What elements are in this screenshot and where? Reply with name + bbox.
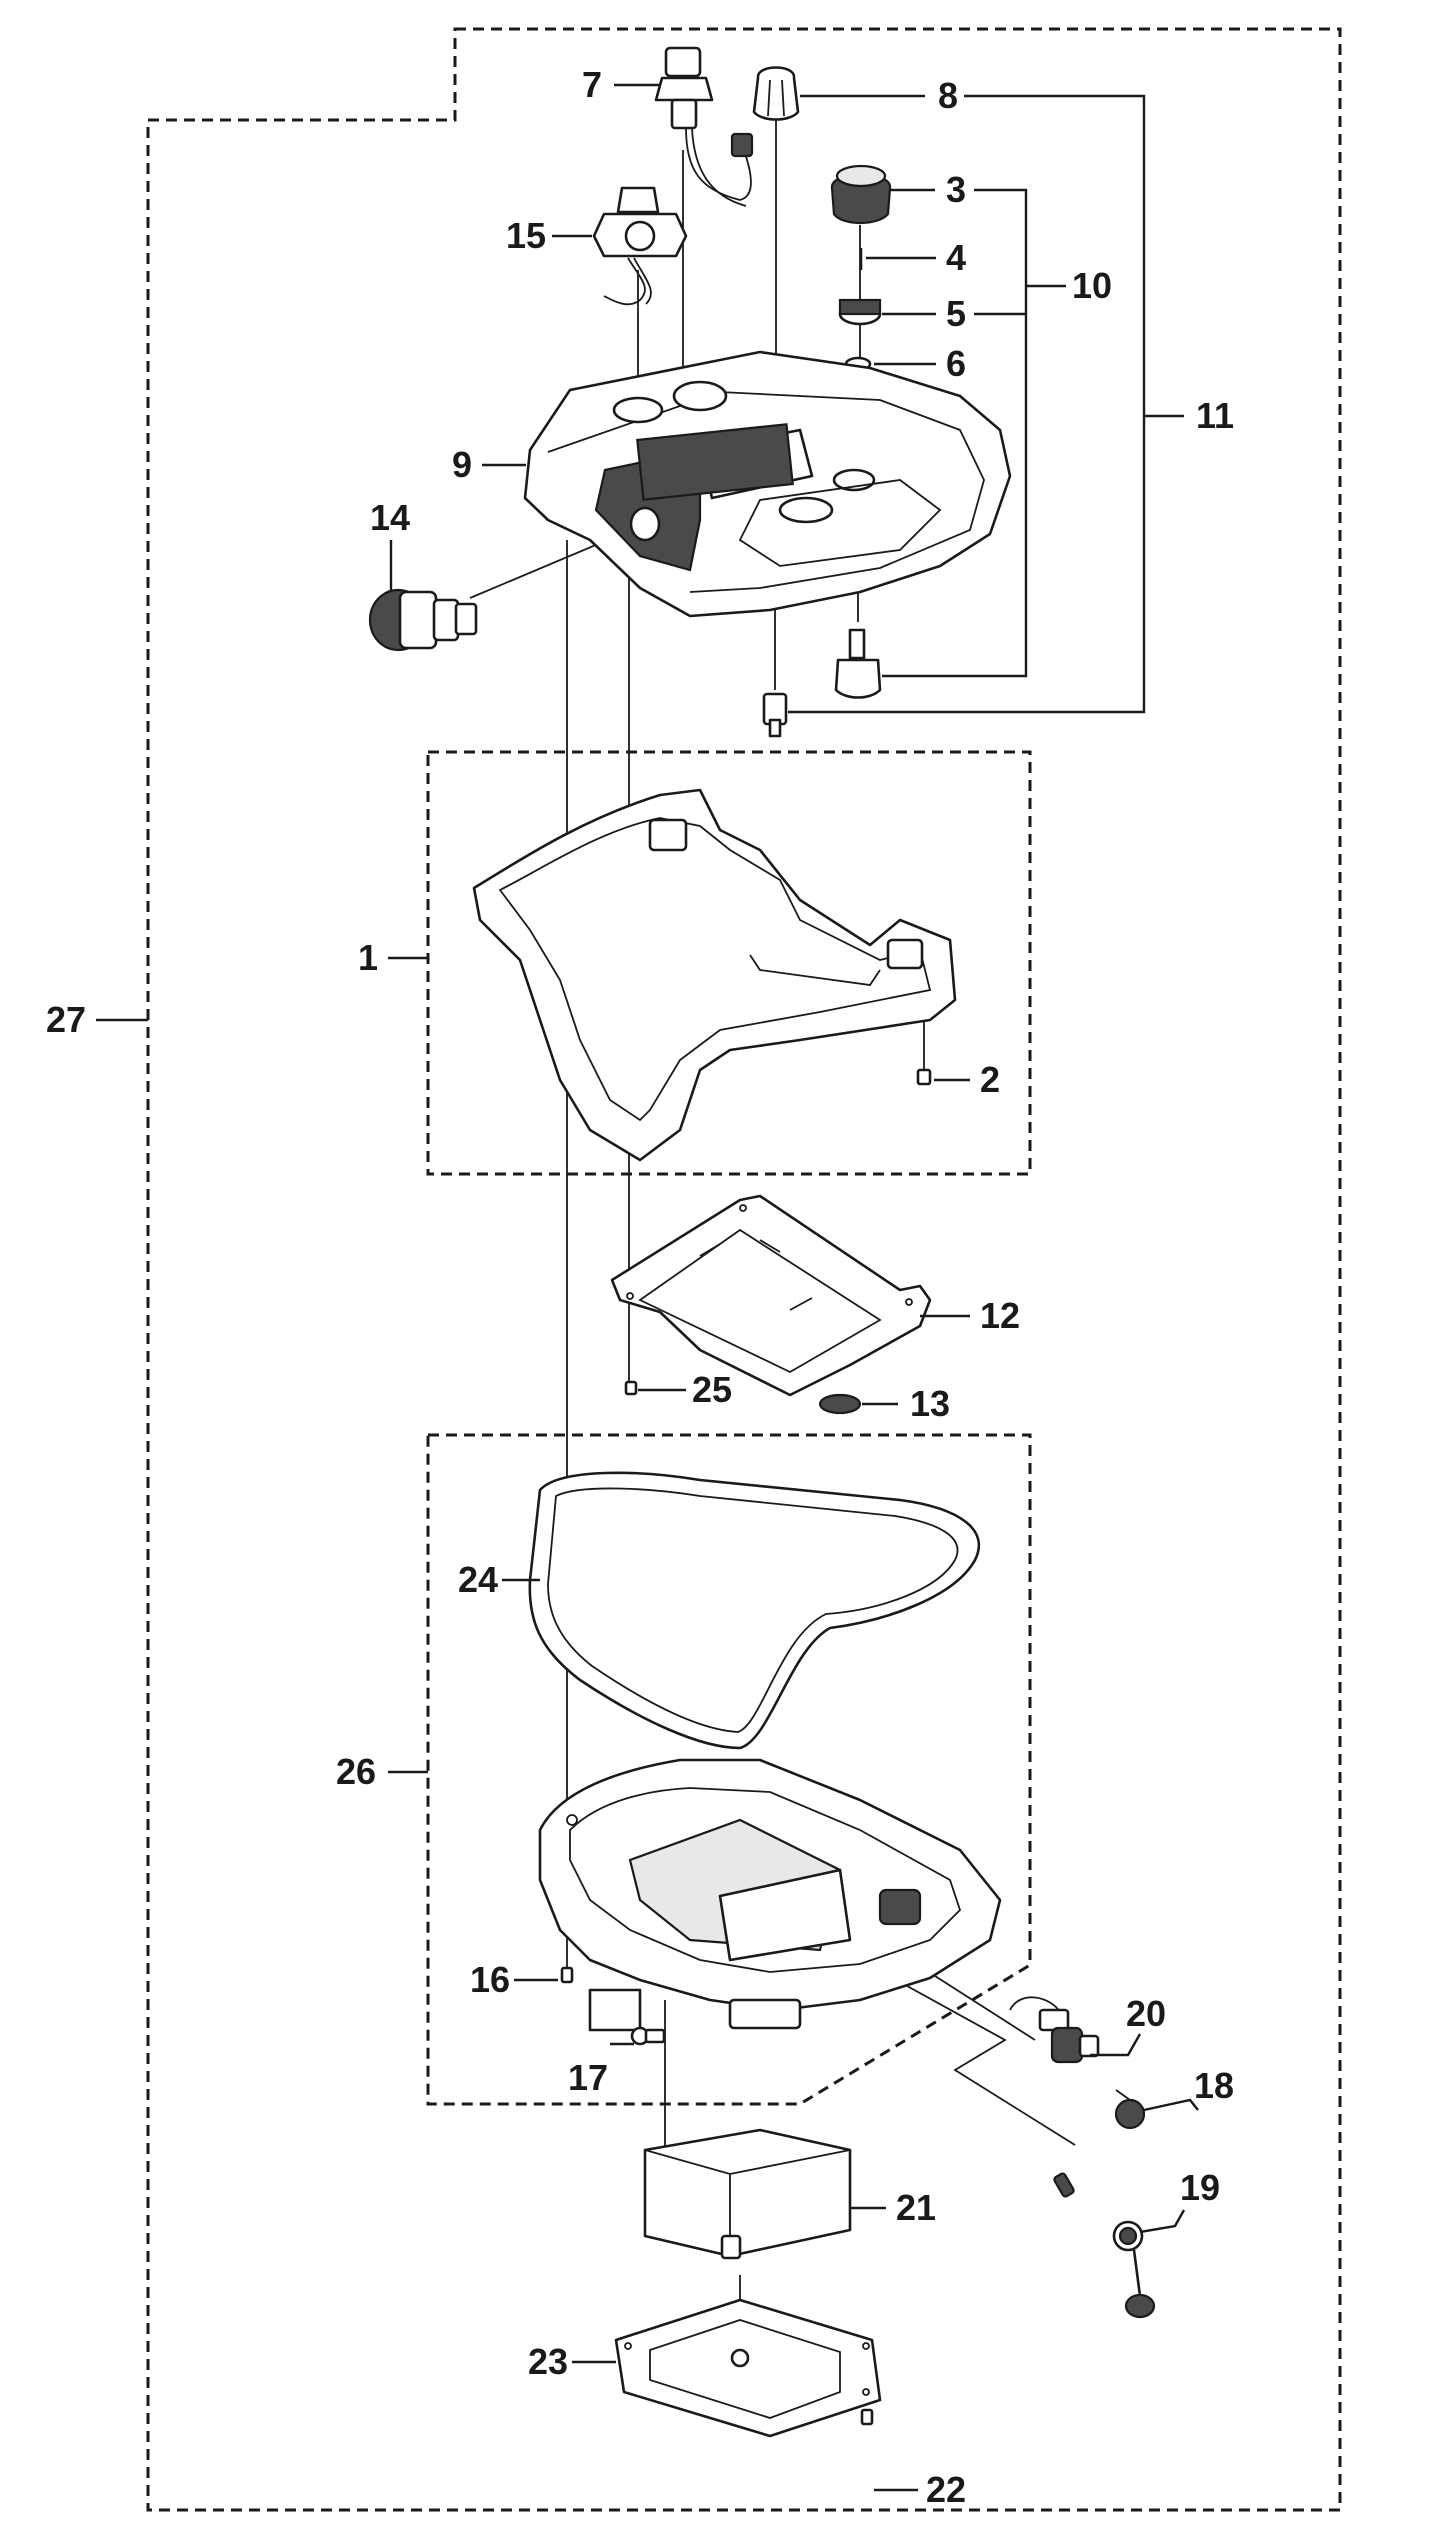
callout-21: 21 [896, 2187, 936, 2228]
part-16-screw [560, 1966, 574, 1984]
callout-19: 19 [1180, 2167, 1220, 2208]
bracket-10 [882, 188, 1066, 678]
callout-24: 24 [458, 1559, 498, 1600]
part-3-rotary-knob [830, 164, 892, 224]
part-20-connector [1009, 1996, 1100, 2064]
callout-7: 7 [582, 64, 602, 105]
callout-11: 11 [1196, 395, 1234, 436]
callout-16: 16 [470, 1959, 510, 2000]
part-7-connector [654, 46, 754, 207]
part-25-screw [624, 1380, 638, 1396]
callout-18: 18 [1194, 2065, 1234, 2106]
callout-1: 1 [358, 937, 378, 978]
callout-15: 15 [506, 215, 546, 256]
leader-18 [1143, 2098, 1199, 2112]
part-14-round-plug [368, 588, 478, 652]
callout-26: 26 [336, 1751, 376, 1792]
callout-4: 4 [946, 237, 966, 278]
part-bottom-key [762, 692, 788, 738]
callout-27: 27 [46, 999, 86, 1040]
leader-20 [1090, 2033, 1142, 2057]
part-22-screw [860, 2408, 874, 2426]
callout-17: 17 [568, 2057, 608, 2098]
leader-19 [1139, 2209, 1186, 2234]
callout-12: 12 [980, 1295, 1020, 1336]
part-23-cover-plate [614, 2298, 882, 2438]
part-1-handle-frame [472, 788, 957, 1162]
part-8-knob [752, 66, 800, 121]
part-24-gasket [528, 1471, 981, 1750]
callout-3: 3 [946, 169, 966, 210]
callout-22: 22 [926, 2469, 966, 2510]
part-2-screw [916, 1068, 932, 1086]
callout-5: 5 [946, 293, 966, 334]
guide-line-19 [859, 1959, 1076, 2146]
part-21-battery-box [643, 2128, 852, 2260]
assembly-1-boundary [426, 750, 1032, 1176]
part-15-plug [592, 186, 688, 306]
part-17-small-screw [630, 2026, 666, 2046]
part-5-collar [838, 298, 882, 326]
part-9-top-housing [523, 350, 1012, 618]
assembly-26-boundary [426, 1433, 1032, 2106]
callout-14: 14 [370, 497, 410, 538]
callout-9: 9 [452, 444, 472, 485]
part-bottom-knob [834, 628, 882, 699]
callout-8: 8 [938, 75, 958, 116]
callout-2: 2 [980, 1059, 1000, 1100]
part-13-battery-cell [818, 1393, 862, 1415]
callout-23: 23 [528, 2341, 568, 2382]
assembly-27-boundary [146, 27, 1342, 2512]
part-26-lower-housing [538, 1758, 1002, 2032]
callout-10: 10 [1072, 265, 1112, 306]
callout-13: 13 [910, 1383, 950, 1424]
part-19-cap-with-strap [1053, 2172, 1156, 2319]
callout-6: 6 [946, 343, 966, 384]
bracket-11 [788, 94, 1184, 714]
callout-20: 20 [1126, 1993, 1166, 2034]
part-18-cap [1114, 2089, 1146, 2130]
part-12-circuit-board [610, 1194, 932, 1397]
callout-25: 25 [692, 1369, 732, 1410]
